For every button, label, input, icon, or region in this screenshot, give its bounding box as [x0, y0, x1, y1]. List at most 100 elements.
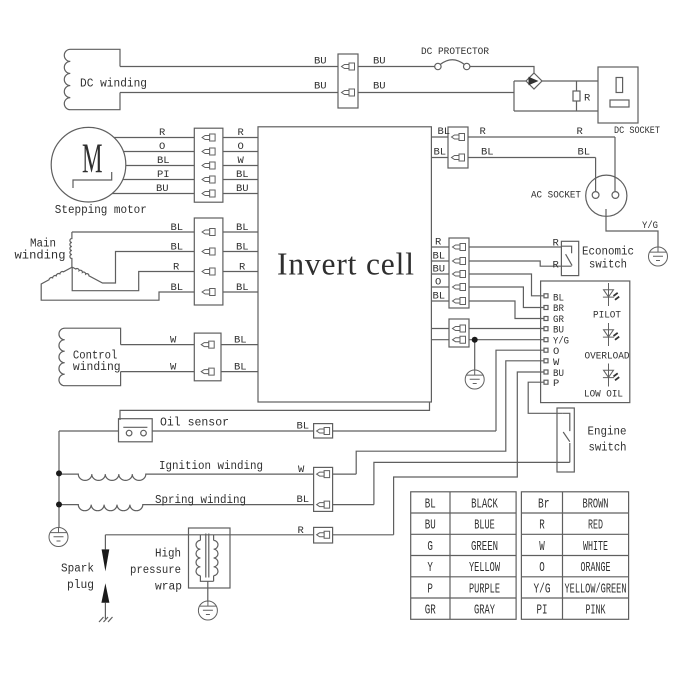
svg-text:PILOT: PILOT	[593, 310, 621, 322]
svg-text:R: R	[159, 127, 166, 139]
svg-text:BU: BU	[373, 56, 386, 68]
svg-text:BL: BL	[438, 126, 451, 138]
svg-text:W: W	[238, 155, 245, 167]
svg-text:O: O	[539, 560, 545, 576]
svg-text:BU: BU	[314, 56, 327, 68]
svg-text:LOW OIL: LOW OIL	[584, 389, 623, 401]
svg-text:O: O	[238, 141, 244, 153]
svg-text:BU: BU	[553, 368, 564, 380]
svg-text:WHITE: WHITE	[583, 539, 608, 555]
svg-text:switch: switch	[589, 259, 627, 272]
svg-text:BU: BU	[156, 183, 169, 195]
svg-text:BL: BL	[434, 147, 447, 159]
svg-text:BL: BL	[171, 222, 184, 234]
svg-text:R: R	[539, 518, 545, 534]
svg-text:BL: BL	[481, 147, 494, 159]
svg-text:R: R	[435, 237, 442, 249]
svg-text:BU: BU	[314, 81, 327, 93]
svg-text:BL: BL	[236, 222, 249, 234]
svg-text:PINK: PINK	[586, 603, 606, 619]
svg-text:High: High	[155, 548, 181, 561]
svg-text:wrap: wrap	[155, 581, 182, 594]
svg-text:O: O	[435, 277, 441, 289]
svg-text:W: W	[553, 357, 560, 369]
svg-text:BL: BL	[425, 496, 436, 512]
svg-text:Engine: Engine	[588, 426, 627, 439]
svg-text:GRAY: GRAY	[474, 603, 495, 619]
svg-text:DC SOCKET: DC SOCKET	[614, 125, 660, 137]
svg-text:R: R	[298, 525, 305, 537]
svg-text:BL: BL	[236, 282, 249, 294]
svg-text:Ignition winding: Ignition winding	[159, 460, 263, 473]
svg-text:BL: BL	[171, 242, 184, 254]
svg-text:O: O	[159, 141, 165, 153]
svg-text:BROWN: BROWN	[583, 496, 609, 512]
svg-text:Oil sensor: Oil sensor	[160, 417, 229, 430]
svg-text:pressure: pressure	[130, 564, 181, 577]
svg-text:BLUE: BLUE	[474, 518, 495, 534]
svg-text:P: P	[427, 581, 433, 597]
svg-text:BU: BU	[433, 264, 446, 276]
svg-text:R: R	[238, 127, 245, 139]
svg-text:Br: Br	[538, 496, 550, 512]
svg-text:R: R	[584, 93, 591, 105]
svg-text:YELLOW: YELLOW	[469, 560, 500, 576]
svg-text:W: W	[298, 464, 305, 476]
svg-text:BL: BL	[234, 335, 247, 347]
svg-text:BL: BL	[297, 421, 310, 433]
svg-text:GR: GR	[425, 603, 436, 619]
svg-text:Main: Main	[30, 238, 56, 251]
svg-text:Y: Y	[427, 560, 433, 576]
svg-text:GREEN: GREEN	[471, 539, 498, 555]
svg-text:BL: BL	[236, 169, 249, 181]
svg-text:O: O	[553, 346, 559, 358]
svg-text:switch: switch	[589, 442, 627, 455]
svg-text:R: R	[553, 260, 560, 272]
svg-text:Economic: Economic	[582, 246, 634, 259]
svg-text:PI: PI	[537, 603, 548, 619]
svg-text:RED: RED	[588, 518, 603, 534]
svg-text:W: W	[539, 539, 545, 555]
svg-text:BLACK: BLACK	[471, 496, 498, 512]
svg-text:plug: plug	[67, 579, 94, 592]
svg-text:winding: winding	[15, 250, 66, 263]
svg-text:BL: BL	[433, 291, 446, 303]
svg-text:BL: BL	[157, 155, 170, 167]
svg-text:GR: GR	[553, 314, 565, 326]
svg-text:P: P	[553, 378, 559, 390]
svg-text:Y/G: Y/G	[553, 336, 569, 348]
svg-text:BL: BL	[297, 494, 310, 506]
svg-text:OVERLOAD: OVERLOAD	[585, 351, 630, 363]
svg-text:Stepping motor: Stepping motor	[55, 204, 147, 217]
svg-text:BU: BU	[553, 324, 564, 336]
svg-text:BL: BL	[553, 292, 564, 304]
svg-text:BL: BL	[171, 282, 184, 294]
svg-text:M: M	[82, 137, 103, 183]
svg-text:PURPLE: PURPLE	[469, 581, 500, 597]
svg-text:BL: BL	[236, 242, 249, 254]
svg-text:R: R	[173, 262, 180, 274]
svg-text:BL: BL	[433, 251, 446, 263]
svg-text:R: R	[480, 126, 487, 138]
svg-text:YELLOW/GREEN: YELLOW/GREEN	[565, 581, 627, 597]
svg-text:W: W	[170, 362, 177, 374]
svg-text:R: R	[239, 262, 246, 274]
svg-text:Invert cell: Invert cell	[277, 247, 414, 282]
svg-text:Y/G: Y/G	[534, 581, 551, 597]
svg-text:Y/G: Y/G	[642, 220, 658, 232]
svg-text:BL: BL	[234, 362, 247, 374]
svg-text:BU: BU	[236, 183, 249, 195]
svg-text:R: R	[553, 237, 560, 249]
svg-text:Spring winding: Spring winding	[155, 494, 246, 507]
svg-text:BR: BR	[553, 303, 565, 315]
svg-text:AC SOCKET: AC SOCKET	[531, 190, 581, 202]
svg-text:Spark: Spark	[61, 563, 94, 576]
svg-text:ORANGE: ORANGE	[581, 560, 611, 576]
svg-text:G: G	[427, 539, 433, 555]
svg-text:winding: winding	[73, 361, 121, 374]
svg-text:R: R	[577, 126, 584, 138]
svg-text:BU: BU	[425, 518, 436, 534]
svg-text:W: W	[170, 335, 177, 347]
svg-text:DC winding: DC winding	[80, 78, 147, 91]
svg-text:PI: PI	[157, 169, 170, 181]
